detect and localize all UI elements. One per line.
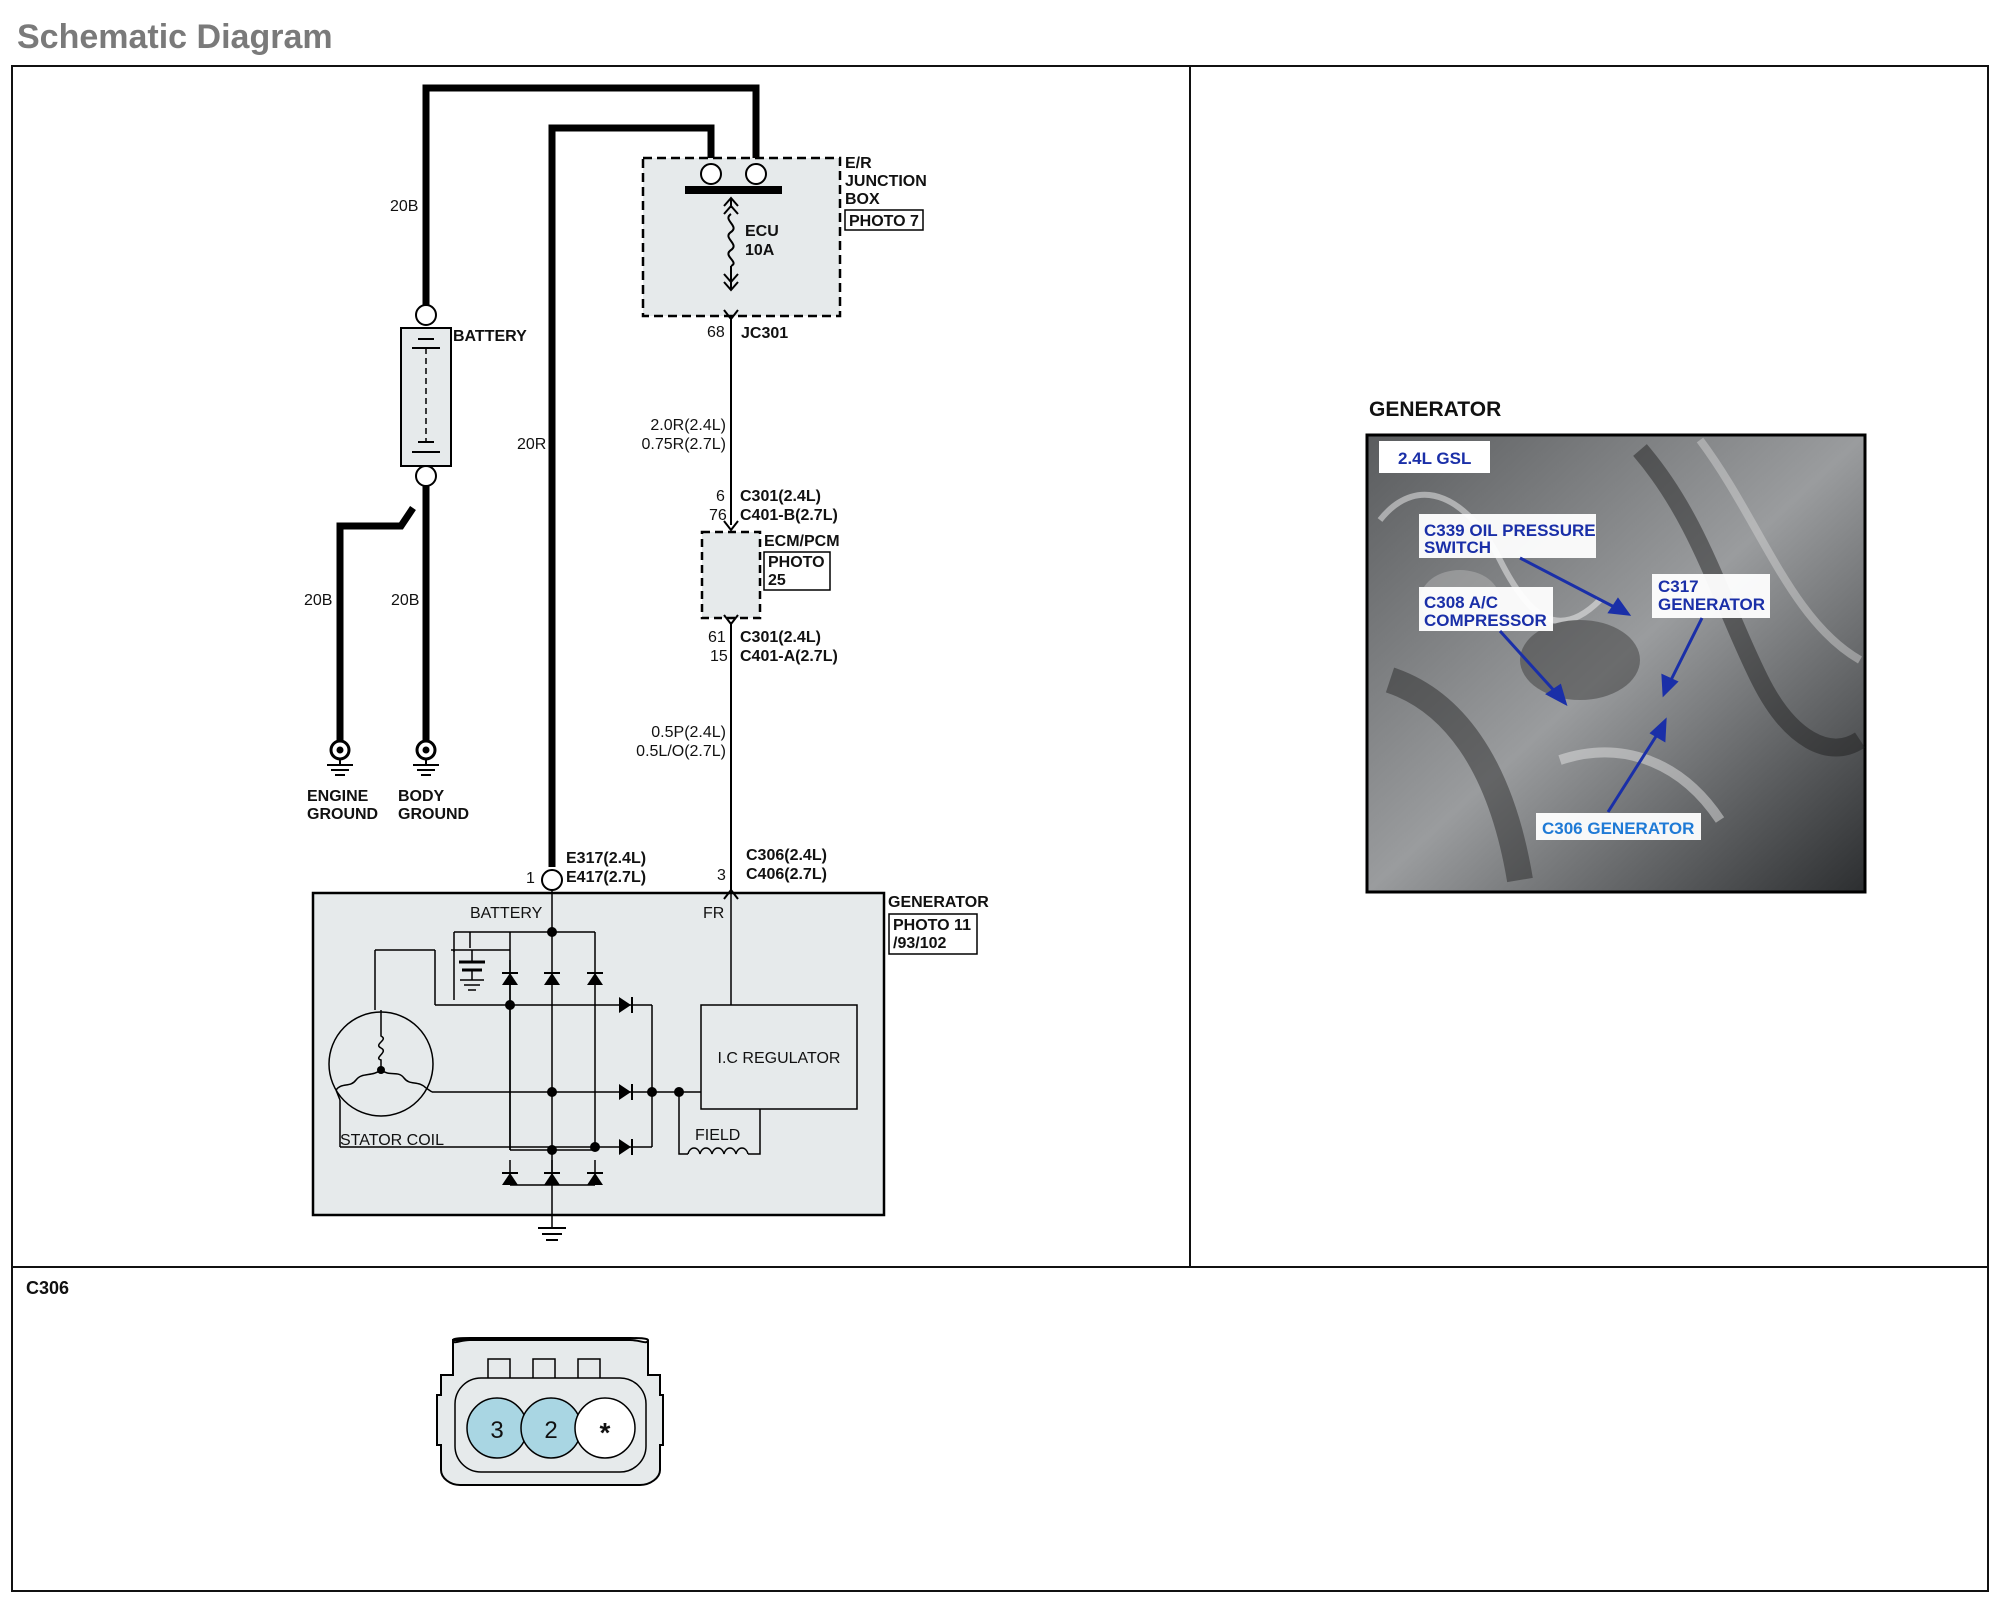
wire-label-jb-ecm-2: 0.75R(2.7L) xyxy=(642,436,727,453)
generator-fr-connector-1: C306(2.4L) xyxy=(746,847,827,864)
battery-symbol xyxy=(400,304,452,487)
junction-box xyxy=(641,156,842,321)
ecm-bottom-pin-1: 61 xyxy=(708,629,726,646)
ecm-bottom-connector-2: C401-A(2.7L) xyxy=(740,648,838,665)
engine-ground-label-2: GROUND xyxy=(307,806,378,823)
jc301-pin: 68 xyxy=(707,324,725,341)
callout-c308-2: COMPRESSOR xyxy=(1424,611,1547,630)
photo-panel: GENERATOR 2.4L GSL C339 OIL PRESSURE SWI… xyxy=(1365,398,1867,894)
wire-label-jb-ecm-1: 2.0R(2.4L) xyxy=(650,417,726,434)
ecm-module xyxy=(700,520,762,626)
outer-frame xyxy=(11,65,1989,1592)
generator-battery-terminal xyxy=(541,869,563,891)
ecm-top-pin-2: 76 xyxy=(709,507,727,524)
field-label: FIELD xyxy=(695,1127,740,1144)
ecm-top-connector-1: C301(2.4L) xyxy=(740,488,821,505)
generator-fr-pin: 3 xyxy=(717,867,726,884)
ecm-photo-box xyxy=(763,551,831,591)
callout-c308-1: C308 A/C xyxy=(1424,593,1498,612)
generator-label: GENERATOR xyxy=(888,894,989,911)
generator-battery-label: BATTERY xyxy=(470,905,543,922)
photo-panel-title: GENERATOR xyxy=(1369,398,1501,421)
c306-pin-3: 3 xyxy=(490,1417,503,1444)
callout-c317-1: C317 xyxy=(1658,577,1699,596)
wire-label-20b-body: 20B xyxy=(391,592,419,609)
c306-pin-empty: * xyxy=(600,1417,611,1448)
stator-label: STATOR COIL xyxy=(340,1132,444,1149)
wire-label-ecm-gen-2: 0.5L/O(2.7L) xyxy=(636,743,726,760)
generator-battery-connector-2: E417(2.7L) xyxy=(566,869,646,886)
callout-arrows xyxy=(1498,556,1704,813)
wire-label-20b-engine: 20B xyxy=(304,592,332,609)
generator-fr-label: FR xyxy=(703,905,724,922)
generator-battery-connector-1: E317(2.4L) xyxy=(566,850,646,867)
fuse-label-2: 10A xyxy=(745,242,775,259)
ecm-top-pin-1: 6 xyxy=(716,488,725,505)
wire-20b-ground xyxy=(336,484,430,745)
callout-c317-2: GENERATOR xyxy=(1658,595,1765,614)
engine-ground-label-1: ENGINE xyxy=(307,788,369,805)
engine-ground-icon xyxy=(327,739,353,776)
page-title: Schematic Diagram xyxy=(17,18,333,56)
engine-tag-box xyxy=(1379,441,1490,473)
connector-title: C306 xyxy=(26,1278,69,1298)
schematic-panel: BATTERY 20B 20R 20B 20B ENGINE GROUND BO… xyxy=(304,84,989,1241)
generator-fr-connector-2: C406(2.7L) xyxy=(746,866,827,883)
wire-20b-battery-to-junction xyxy=(422,84,760,305)
jc301-connector: JC301 xyxy=(741,325,788,342)
ecm-bottom-pin-2: 15 xyxy=(710,648,728,665)
callout-c306: C306 GENERATOR xyxy=(1542,819,1694,838)
body-ground-label-1: BODY xyxy=(398,788,445,805)
wire-20r-generator-to-junction xyxy=(548,124,715,867)
c306-connector-face xyxy=(436,1337,664,1486)
battery-label: BATTERY xyxy=(453,328,527,345)
ecm-photo-1: PHOTO xyxy=(768,554,825,571)
body-ground-label-2: GROUND xyxy=(398,806,469,823)
ecm-label: ECM/PCM xyxy=(764,533,840,550)
junction-box-label-2: JUNCTION xyxy=(845,173,927,190)
generator-photo-1: PHOTO 11 xyxy=(893,917,971,934)
ecm-top-connector-2: C401-B(2.7L) xyxy=(740,507,838,524)
junction-box-label-3: BOX xyxy=(845,191,880,208)
junction-box-label-1: E/R xyxy=(845,155,872,172)
wire-label-20b-top: 20B xyxy=(390,198,418,215)
regulator-label: I.C REGULATOR xyxy=(718,1050,841,1067)
fuse-label-1: ECU xyxy=(745,223,779,240)
body-ground-icon xyxy=(413,739,439,776)
wire-label-20r: 20R xyxy=(517,436,546,453)
generator-photo-box xyxy=(888,913,978,955)
wire-label-ecm-gen-1: 0.5P(2.4L) xyxy=(651,724,726,741)
generator-battery-pin: 1 xyxy=(526,870,535,887)
ecm-bottom-connector-1: C301(2.4L) xyxy=(740,629,821,646)
callout-c339-1: C339 OIL PRESSURE xyxy=(1424,521,1596,540)
junction-box-photo-box xyxy=(844,209,924,231)
callout-c339-2: SWITCH xyxy=(1424,538,1491,557)
engine-tag: 2.4L GSL xyxy=(1398,449,1471,468)
generator-photo-2: /93/102 xyxy=(893,935,946,952)
junction-box-photo: PHOTO 7 xyxy=(849,213,919,230)
c306-pin-2: 2 xyxy=(544,1417,557,1444)
connector-panel: C306 3 2 * xyxy=(26,1278,664,1486)
ecm-photo-2: 25 xyxy=(768,572,786,589)
generator-unit xyxy=(311,888,886,1241)
